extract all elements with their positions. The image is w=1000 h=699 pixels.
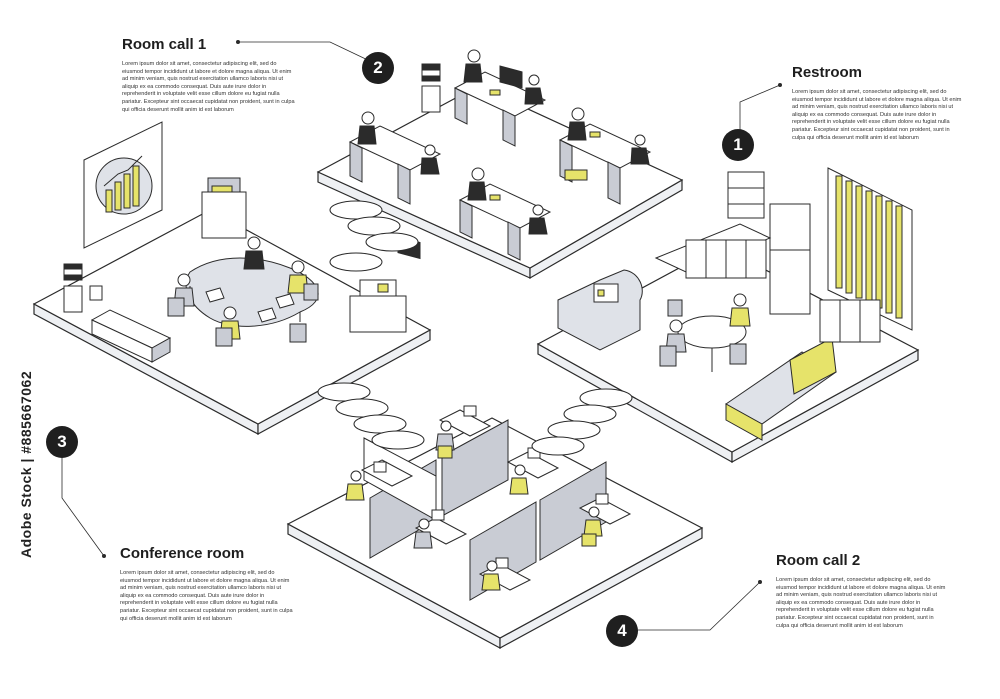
callout-title: Room call 2 (776, 552, 861, 569)
callout-body: Lorem ipsum dolor sit amet, consectetur … (792, 89, 962, 141)
number-badge-3: 3 (46, 426, 78, 458)
callout-conference-room: Conference room Lorem ipsum dolor sit am… (120, 545, 296, 623)
callout-title: Restroom (792, 64, 863, 81)
callout-body: Lorem ipsum dolor sit amet, consectetur … (120, 570, 293, 622)
cubicle-floor (286, 405, 704, 650)
callout-body: Lorem ipsum dolor sit amet, consectetur … (776, 577, 946, 629)
callout-room-call-2: Room call 2 Lorem ipsum dolor sit amet, … (776, 552, 946, 630)
open-office-floor (316, 49, 684, 280)
number-badge-2: 2 (362, 52, 394, 84)
callout-body: Lorem ipsum dolor sit amet, consectetur … (122, 61, 295, 113)
callout-restroom: Restroom Lorem ipsum dolor sit amet, con… (792, 64, 962, 142)
callout-room-call-1: Room call 1 Lorem ipsum dolor sit amet, … (122, 36, 296, 114)
callout-title: Conference room (120, 545, 245, 562)
stock-caption: Adobe Stock | #885667062 (18, 370, 34, 558)
restroom-floor (536, 167, 920, 464)
stairs (317, 200, 633, 456)
callout-title: Room call 1 (122, 36, 207, 53)
number-badge-1: 1 (722, 129, 754, 161)
number-badge-4: 4 (606, 615, 638, 647)
conference-floor (32, 121, 432, 436)
